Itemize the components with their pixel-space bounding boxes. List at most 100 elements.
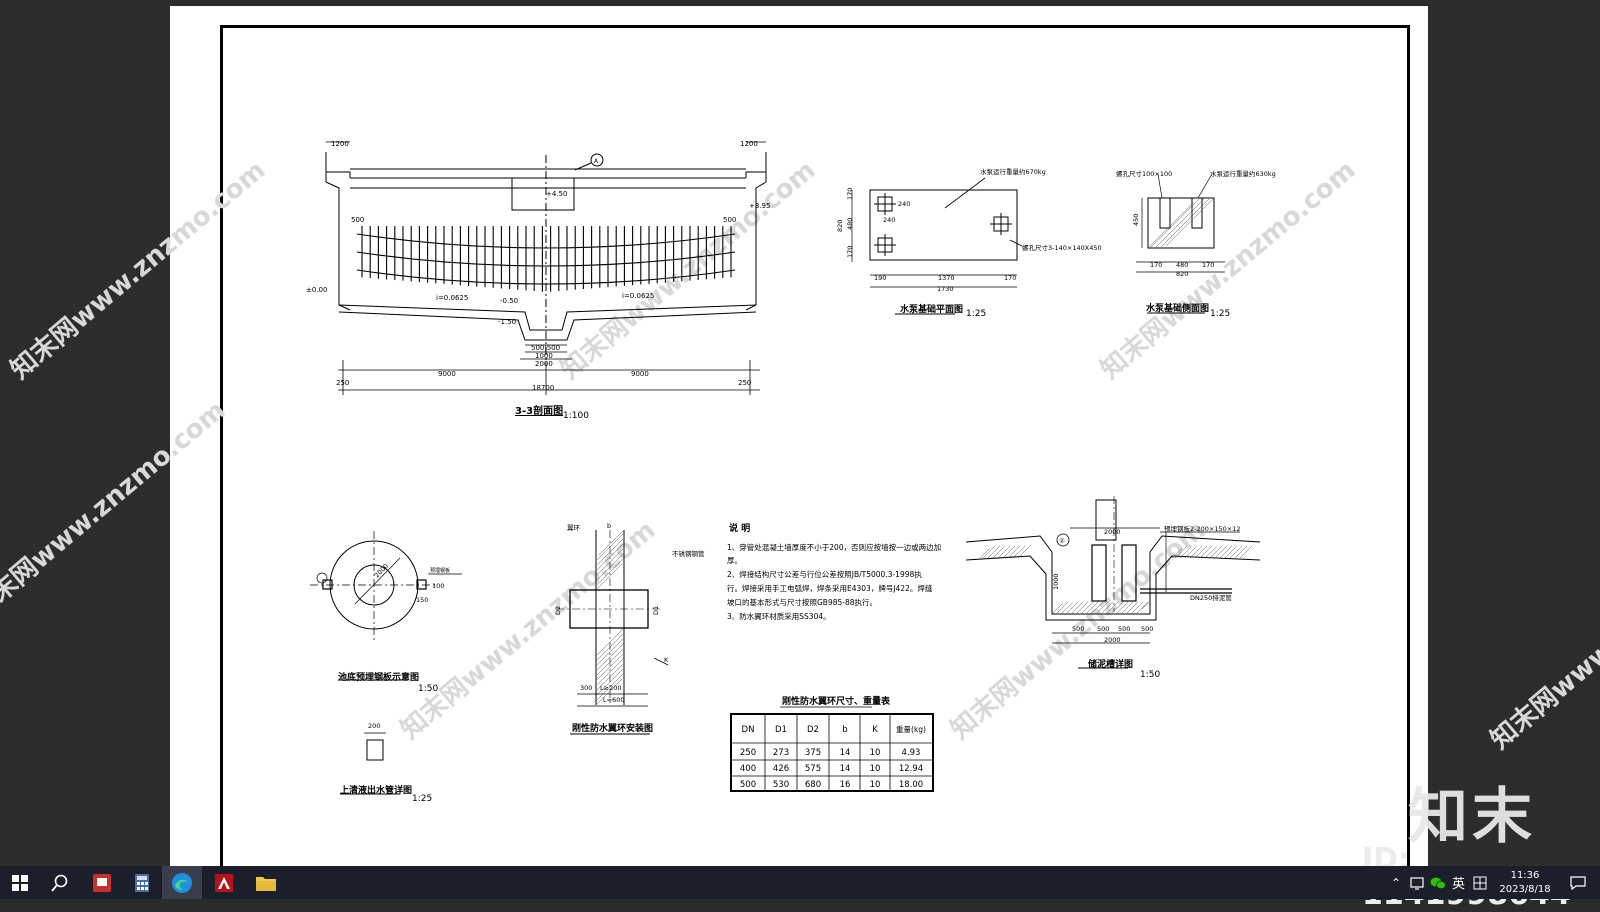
- note-line-1: 1、穿管处混凝土墙厚度不小于200，否则应按墙按一边或两边加: [727, 542, 941, 552]
- hatch-line: [596, 673, 624, 701]
- pump-plan-h170: 170: [1004, 274, 1016, 282]
- plate-title: 池底预埋钢板示意图: [338, 671, 419, 683]
- level-050: -0.50: [500, 297, 518, 305]
- outlet-title: 上清液出水管详图: [340, 784, 412, 796]
- wechat-icon[interactable]: [1430, 876, 1446, 890]
- hatch-line: [1126, 601, 1139, 614]
- slope-left: i=0.0625: [436, 294, 468, 302]
- taskbar: ⌃ 英 11:36 2023/8/18: [0, 866, 1600, 899]
- table-cell: 273: [773, 748, 789, 758]
- start-button[interactable]: [0, 866, 40, 899]
- taskbar-app-calculator[interactable]: [122, 866, 162, 899]
- folder-icon: [256, 876, 276, 891]
- pump-plan-v240b: 240: [898, 200, 910, 208]
- ring-drawing: [556, 530, 669, 735]
- hatch-line: [1012, 545, 1026, 559]
- hatch-line: [1136, 601, 1149, 614]
- hatch-line: [1234, 545, 1248, 559]
- pump-plan-note-hole: 螺孔尺寸3-140×140X450: [1022, 243, 1102, 252]
- watermark-2: 知末网www.znzmo.com: [555, 155, 821, 385]
- hatch-line: [596, 553, 624, 581]
- ime-indicator[interactable]: 英: [1452, 877, 1466, 892]
- hatch-line: [596, 643, 624, 671]
- sludge-d1000: 1000: [1052, 573, 1060, 590]
- keyboard-grid-icon[interactable]: [1473, 876, 1487, 890]
- hatch-line: [1002, 545, 1016, 559]
- table-cell: 500: [740, 780, 756, 790]
- pump-side-title: 水泵基础侧面图: [1146, 302, 1209, 314]
- sludge-d500a: 500: [1072, 625, 1084, 633]
- dim-1200-right: 1200: [740, 140, 758, 148]
- hatch-line: [1061, 601, 1074, 614]
- clock-date: 2023/8/18: [1499, 884, 1551, 895]
- plate-d100: 100: [432, 582, 444, 590]
- hatch-line: [1116, 601, 1129, 614]
- hatch-line: [1146, 601, 1150, 605]
- dim-500-left: 500: [351, 216, 364, 224]
- ring-dim-b: b: [607, 522, 611, 530]
- hatch-line: [1160, 198, 1210, 248]
- ring-dim-k: K: [664, 656, 669, 664]
- pump-side-note-bolt: 螺孔尺寸100×100: [1116, 169, 1172, 178]
- hatch-line: [1096, 601, 1109, 614]
- search-button[interactable]: [40, 866, 80, 899]
- brand-watermark: 知末: [1408, 782, 1536, 852]
- sludge-title: 储泥槽详图: [1088, 658, 1133, 670]
- table-cell: 18.00: [899, 780, 923, 790]
- table-cell: 530: [773, 780, 789, 790]
- watermark-1: 知末网www.znzmo.com: [5, 155, 271, 385]
- taskbar-clock[interactable]: 11:36 2023/8/18: [1490, 866, 1560, 899]
- notification-button[interactable]: [1560, 866, 1596, 899]
- sludge-d500c: 500: [1118, 625, 1130, 633]
- table-cell: 16: [840, 780, 851, 790]
- hatch-line: [596, 633, 624, 661]
- dim-250-right: 250: [738, 379, 751, 387]
- hatch-line: [1179, 545, 1193, 559]
- pump-plan-v170b: 170: [846, 246, 854, 258]
- pump-plan-title: 水泵基础平面图: [900, 303, 963, 315]
- outlet-scale: 1:25: [412, 794, 432, 804]
- hatch-line: [979, 547, 991, 559]
- calculator-icon: [135, 873, 149, 892]
- drawing-border: [220, 25, 1410, 870]
- ring-label-pipe: 不锈钢钢管: [672, 549, 705, 558]
- table-header: b: [842, 725, 847, 735]
- taskbar-app-presentation[interactable]: [82, 866, 122, 899]
- hatch-line: [1189, 545, 1203, 559]
- table-cell: 680: [805, 780, 821, 790]
- chevron-up-icon[interactable]: ⌃: [1390, 875, 1402, 890]
- hatch-line: [1111, 601, 1124, 614]
- section-dim-lines: [326, 141, 766, 395]
- notes-heading: 说 明: [729, 522, 750, 534]
- plate-drawing: [310, 531, 462, 681]
- sludge-scale: 1:50: [1140, 670, 1160, 680]
- network-icon[interactable]: [1410, 876, 1424, 890]
- sludge-note-plate: 预埋钢板2-200×150×12: [1164, 524, 1240, 533]
- ring-hatch: [596, 530, 624, 705]
- table-header: D1: [775, 725, 787, 735]
- plate-texts: 2000 150 100 预埋钢板 池底预埋钢板示意图 1:50: [338, 562, 450, 694]
- taskbar-app-edge[interactable]: [162, 866, 202, 899]
- table-cell: 10: [870, 780, 881, 790]
- hatch-line: [1214, 545, 1228, 559]
- sludge-d500d: 500: [1141, 625, 1153, 633]
- taskbar-app-file-explorer[interactable]: [246, 866, 286, 899]
- section-scale: 1:100: [563, 411, 589, 421]
- sludge-texts: 预埋钢板2-200×150×12 DN250排泥管 2000 500 500 5…: [1052, 524, 1240, 680]
- level-395: +3.95: [749, 202, 770, 210]
- edge-browser-icon: [172, 872, 192, 893]
- note-line-3: 2、焊接结构尺寸公差与行位公差按照JB/T5000.3-1998执: [727, 569, 922, 579]
- hatch-line: [1224, 545, 1238, 559]
- hatch-line: [1121, 601, 1134, 614]
- hatch-line: [618, 530, 624, 536]
- plate-note: 预埋钢板: [430, 567, 450, 574]
- note-line-5: 坡口的基本形式与尺寸按照GB985-88执行。: [727, 597, 877, 607]
- hatch-line: [596, 548, 624, 576]
- hatch-line: [1148, 201, 1195, 248]
- hatch-line: [987, 545, 1001, 559]
- hatch-line: [596, 543, 624, 571]
- table-cell: 375: [805, 748, 821, 758]
- hatch-line: [1007, 545, 1021, 559]
- taskbar-app-autocad[interactable]: [204, 866, 244, 899]
